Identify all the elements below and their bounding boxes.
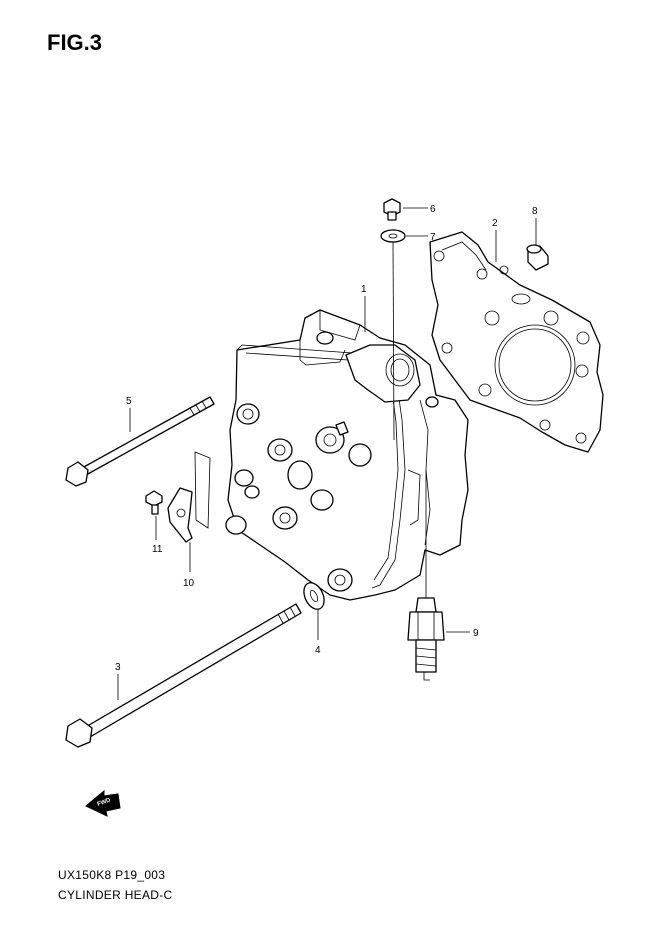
figure-title: FIG.3 xyxy=(47,30,103,55)
callout-4: 4 xyxy=(315,645,321,656)
callout-7: 7 xyxy=(430,232,436,243)
callout-8: 8 xyxy=(532,206,538,217)
small-screw[interactable] xyxy=(145,490,163,515)
drawing-code: UX150K8 P19_003 xyxy=(58,868,166,882)
small-washer[interactable] xyxy=(380,229,406,243)
callout-10: 10 xyxy=(183,578,195,589)
callout-9: 9 xyxy=(473,628,479,639)
cylinder-head[interactable] xyxy=(225,309,469,601)
callout-2: 2 xyxy=(492,218,498,229)
cylinder-head-gasket[interactable] xyxy=(429,231,604,453)
mounting-bracket[interactable] xyxy=(167,451,211,543)
leader-lines xyxy=(117,207,537,700)
callout-1: 1 xyxy=(361,284,367,295)
callout-11: 11 xyxy=(152,544,163,555)
fwd-label: FWD xyxy=(97,797,113,808)
callout-5: 5 xyxy=(126,396,132,407)
dowel-pin[interactable] xyxy=(526,244,549,271)
figure-subtitle: CYLINDER HEAD-C xyxy=(58,888,173,902)
large-washer[interactable] xyxy=(300,580,328,613)
long-bolt-upper[interactable] xyxy=(65,396,215,487)
forward-arrow-icon: FWD xyxy=(85,789,121,817)
callout-6: 6 xyxy=(430,204,436,215)
bolt-bosses xyxy=(225,403,372,592)
spark-plug[interactable] xyxy=(407,597,445,681)
callout-labels: 6 7 2 8 1 5 9 4 3 10 11 xyxy=(115,204,538,673)
small-bolt[interactable] xyxy=(383,198,401,221)
callout-3: 3 xyxy=(115,662,121,673)
long-bolt-lower[interactable] xyxy=(65,603,302,748)
